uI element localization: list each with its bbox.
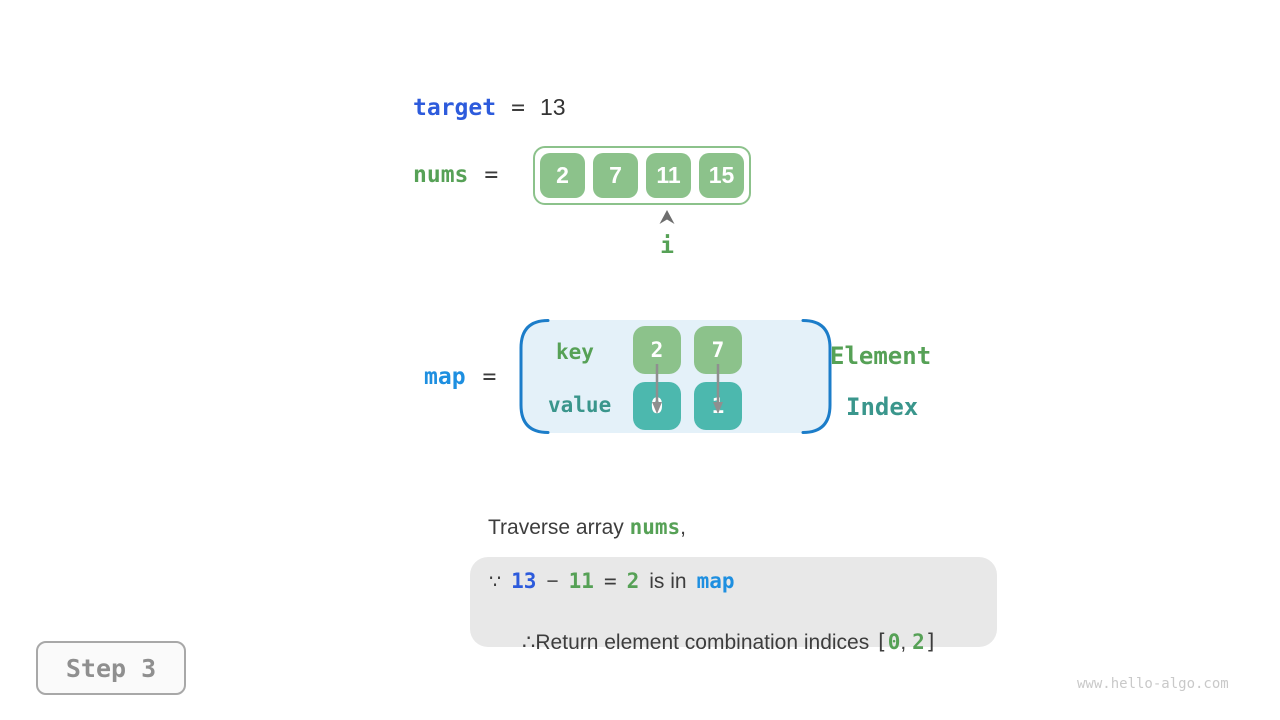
nums-label: nums (413, 162, 469, 188)
nums-cell-0: 2 (540, 153, 585, 198)
minuend: 13 (511, 569, 537, 593)
is-in-text: is in (649, 570, 687, 593)
step-badge: Step 3 (36, 641, 186, 695)
comma: , (900, 631, 913, 654)
step-badge-label: Step 3 (65, 653, 157, 683)
map-brackets-icon (519, 319, 832, 434)
difference: 2 (626, 569, 640, 593)
target-label: target (413, 95, 497, 121)
map-key-cell-1: 7 (694, 326, 742, 374)
map-label-row: map = (424, 364, 496, 390)
watermark-text: www.hello-algo.com (1077, 676, 1229, 692)
caption-suffix: , (680, 516, 687, 539)
target-row: target = 13 (413, 94, 566, 121)
conclusion-therefore-line: ∴Return element combination indices [0, … (487, 606, 937, 679)
key-to-value-arrow-icon (713, 364, 723, 414)
element-label: Element (830, 342, 932, 370)
nums-equals: = (484, 162, 499, 188)
nums-cell-2: 11 (646, 153, 691, 198)
nums-cell-3: 15 (699, 153, 744, 198)
therefore-symbol: ∴ (522, 631, 536, 654)
map-reference: map (696, 569, 735, 593)
conclusion-because-line: ∵ 13 − 11 = 2 is in map (489, 569, 735, 594)
bracket-open: [ (875, 630, 888, 654)
result-index-a: 0 (887, 630, 901, 654)
nums-label-row: nums = (413, 162, 498, 188)
nums-cell-1: 7 (593, 153, 638, 198)
index-pointer-arrow-icon (659, 210, 675, 224)
index-label: Index (846, 393, 919, 421)
index-pointer-label: i (660, 233, 674, 259)
equals-sign: = (603, 569, 617, 593)
caption-line: Traverse array nums , (488, 515, 686, 540)
target-value: 13 (539, 94, 566, 120)
map-label: map (424, 364, 466, 390)
subtrahend: 11 (568, 569, 594, 593)
target-equals: = (511, 95, 525, 121)
nums-array: 2 7 11 15 (533, 146, 751, 205)
result-index-b: 2 (912, 630, 925, 654)
map-value-label: value (548, 393, 612, 417)
bracket-close: ] (924, 630, 938, 654)
caption-prefix: Traverse array (488, 516, 630, 539)
map-equals: = (482, 364, 497, 390)
key-to-value-arrow-icon (652, 364, 662, 414)
map-container: key value 2 7 0 1 (518, 318, 833, 435)
caption-code-nums: nums (629, 515, 681, 539)
map-key-label: key (556, 340, 594, 364)
because-symbol: ∵ (489, 572, 502, 593)
conclusion-panel: ∵ 13 − 11 = 2 is in map ∴Return element … (470, 557, 997, 654)
result-text: Return element combination indices (535, 631, 876, 654)
minus-sign: − (546, 570, 559, 593)
